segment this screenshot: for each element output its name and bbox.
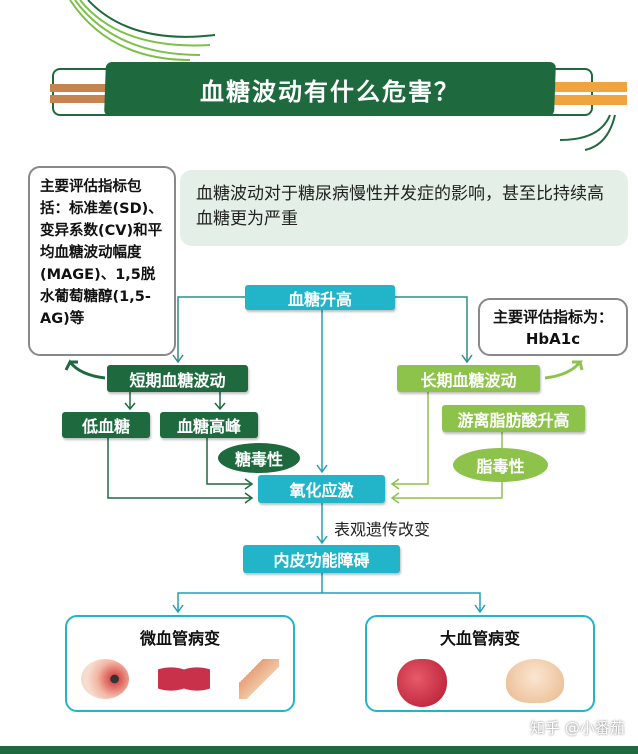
brain-icon bbox=[505, 659, 564, 703]
right-note: 主要评估指标为：HbA1c bbox=[478, 298, 628, 356]
macro-vascular-box: 大血管病变 bbox=[365, 615, 595, 712]
left-note: 主要评估指标包括：标准差(SD)、变异系数(CV)和平均血糖波动幅度(MAGE)… bbox=[28, 166, 176, 356]
chopstick bbox=[545, 95, 627, 105]
node-glucose-peak: 血糖高峰 bbox=[160, 412, 258, 438]
page-title: 血糖波动有什么危害？ bbox=[200, 77, 460, 106]
node-lipotoxicity: 脂毒性 bbox=[453, 448, 548, 482]
curved-arrow-right-icon bbox=[544, 360, 584, 380]
node-ffa: 游离脂肪酸升高 bbox=[442, 405, 585, 432]
node-root: 血糖升高 bbox=[245, 285, 395, 310]
eye-icon bbox=[81, 659, 130, 699]
node-hypoglycemia: 低血糖 bbox=[62, 412, 150, 438]
intro-text: 血糖波动对于糖尿病慢性并发症的影响，甚至比持续高血糖更为严重 bbox=[180, 170, 628, 246]
micro-vascular-label: 微血管病变 bbox=[139, 629, 220, 648]
macro-vascular-label: 大血管病变 bbox=[439, 629, 520, 648]
watermark: 知乎 @小番茄 bbox=[530, 719, 625, 737]
nerve-icon bbox=[238, 659, 279, 699]
noodle-strands-icon bbox=[69, 0, 616, 151]
heart-icon bbox=[396, 659, 447, 707]
node-glucotoxicity: 糖毒性 bbox=[218, 443, 300, 473]
micro-vascular-box: 微血管病变 bbox=[65, 615, 295, 712]
chopstick bbox=[50, 84, 110, 92]
node-oxidative-stress: 氧化应激 bbox=[258, 475, 385, 503]
bottom-strip bbox=[0, 746, 638, 754]
node-short-term: 短期血糖波动 bbox=[107, 365, 248, 392]
node-endothelial: 内皮功能障碍 bbox=[243, 545, 400, 573]
kidney-icon bbox=[157, 659, 210, 699]
chopstick bbox=[545, 82, 627, 92]
curved-arrow-left-icon bbox=[64, 359, 106, 380]
node-long-term: 长期血糖波动 bbox=[397, 365, 540, 392]
label-epigenetic: 表观遗传改变 bbox=[334, 520, 431, 539]
chopstick bbox=[50, 95, 110, 103]
